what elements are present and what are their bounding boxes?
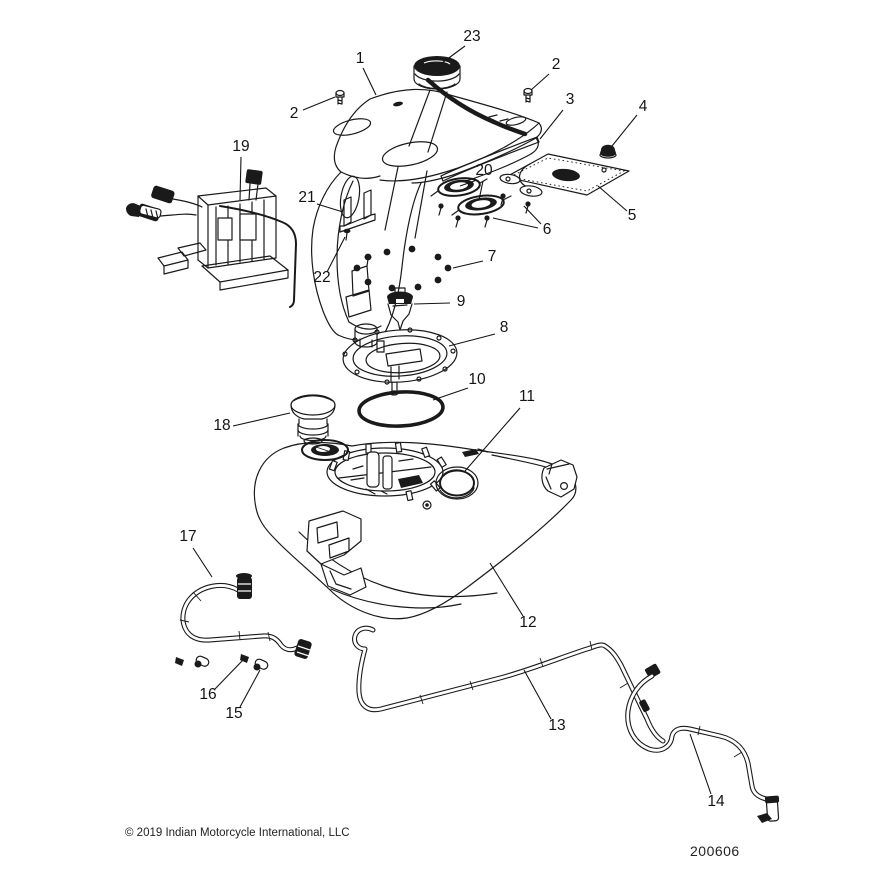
callout-5: 5 <box>628 207 637 224</box>
document-number: 200606 <box>690 843 740 859</box>
callout-15: 15 <box>225 705 242 722</box>
callout-7: 7 <box>488 248 497 265</box>
leader-line-1 <box>362 67 377 96</box>
fuel-pump-assembly <box>125 169 297 308</box>
rollover-valve <box>387 287 413 331</box>
line-clip-15 <box>253 658 269 671</box>
callout-11: 11 <box>519 388 535 405</box>
trim-strip <box>440 136 540 182</box>
fuel-door <box>435 466 479 500</box>
callout-6: 6 <box>543 221 552 238</box>
tank-rear-mount <box>541 459 578 498</box>
leader-line-6 <box>492 217 539 229</box>
fuel-cap <box>290 394 336 445</box>
leader-line-16 <box>214 659 244 690</box>
leader-line-8 <box>448 333 496 347</box>
callout-17: 17 <box>179 528 196 545</box>
callout-18: 18 <box>213 417 230 434</box>
filler-neck-opening <box>301 439 349 461</box>
leader-line-17 <box>192 547 213 578</box>
callout-10: 10 <box>468 371 486 388</box>
leader-line-12 <box>489 562 524 617</box>
leader-line-4 <box>611 114 638 147</box>
console-screw-right <box>523 87 533 103</box>
leader-line-3 <box>539 109 564 140</box>
leader-line-11 <box>464 407 521 472</box>
leader-line-6 <box>523 205 542 225</box>
callout-13: 13 <box>548 717 565 734</box>
callout-23: 23 <box>463 28 480 45</box>
callout-22: 22 <box>313 269 330 286</box>
copyright-text: © 2019 Indian Motorcycle International, … <box>125 827 350 839</box>
leader-line-13 <box>523 669 552 720</box>
callout-20: 20 <box>475 162 493 179</box>
leader-line-20 <box>478 180 484 201</box>
flange-screw-ring <box>353 245 452 292</box>
leader-line-21 <box>316 203 344 213</box>
leader-line-18 <box>232 412 291 427</box>
leader-line-22 <box>326 236 346 273</box>
leader-line-15 <box>239 669 261 708</box>
console-screw-left <box>335 89 345 105</box>
callout-4: 4 <box>639 98 648 115</box>
leader-line-19 <box>239 156 242 201</box>
leader-line-7 <box>452 260 484 269</box>
leader-line-9 <box>413 302 451 305</box>
flange-o-ring <box>357 390 445 428</box>
callout-8: 8 <box>500 319 509 336</box>
tank-pump-opening <box>326 442 447 502</box>
leader-line-5 <box>597 185 628 212</box>
tank-grommet <box>422 500 432 510</box>
drain-hose <box>625 663 780 823</box>
console-cap <box>413 56 461 90</box>
leader-line-2 <box>530 73 550 91</box>
leader-line-20 <box>459 179 478 187</box>
mount-bracket <box>339 189 376 233</box>
callout-12: 12 <box>519 614 536 631</box>
console-assembly <box>311 77 542 341</box>
callout-1: 1 <box>356 50 365 67</box>
fuel-line <box>179 573 312 659</box>
callout-2: 2 <box>290 105 299 122</box>
leader-line-14 <box>689 733 712 795</box>
rubber-bumper <box>599 144 617 159</box>
leader-line-2 <box>302 96 336 111</box>
leader-line-10 <box>432 387 469 401</box>
leader-line-23 <box>441 45 466 64</box>
pump-flange-plate <box>342 323 458 396</box>
callout-2: 2 <box>552 56 561 73</box>
heat-shield-pad <box>499 153 630 197</box>
line-clip-spare <box>175 655 210 668</box>
callout-21: 21 <box>298 189 315 206</box>
tank-front-bracket <box>306 510 367 596</box>
callout-3: 3 <box>566 91 575 108</box>
callout-16: 16 <box>199 686 216 703</box>
vent-hose <box>352 625 666 744</box>
callout-9: 9 <box>457 293 466 310</box>
callout-19: 19 <box>232 138 249 155</box>
exploded-view-artwork <box>125 56 780 823</box>
callout-14: 14 <box>707 793 725 810</box>
